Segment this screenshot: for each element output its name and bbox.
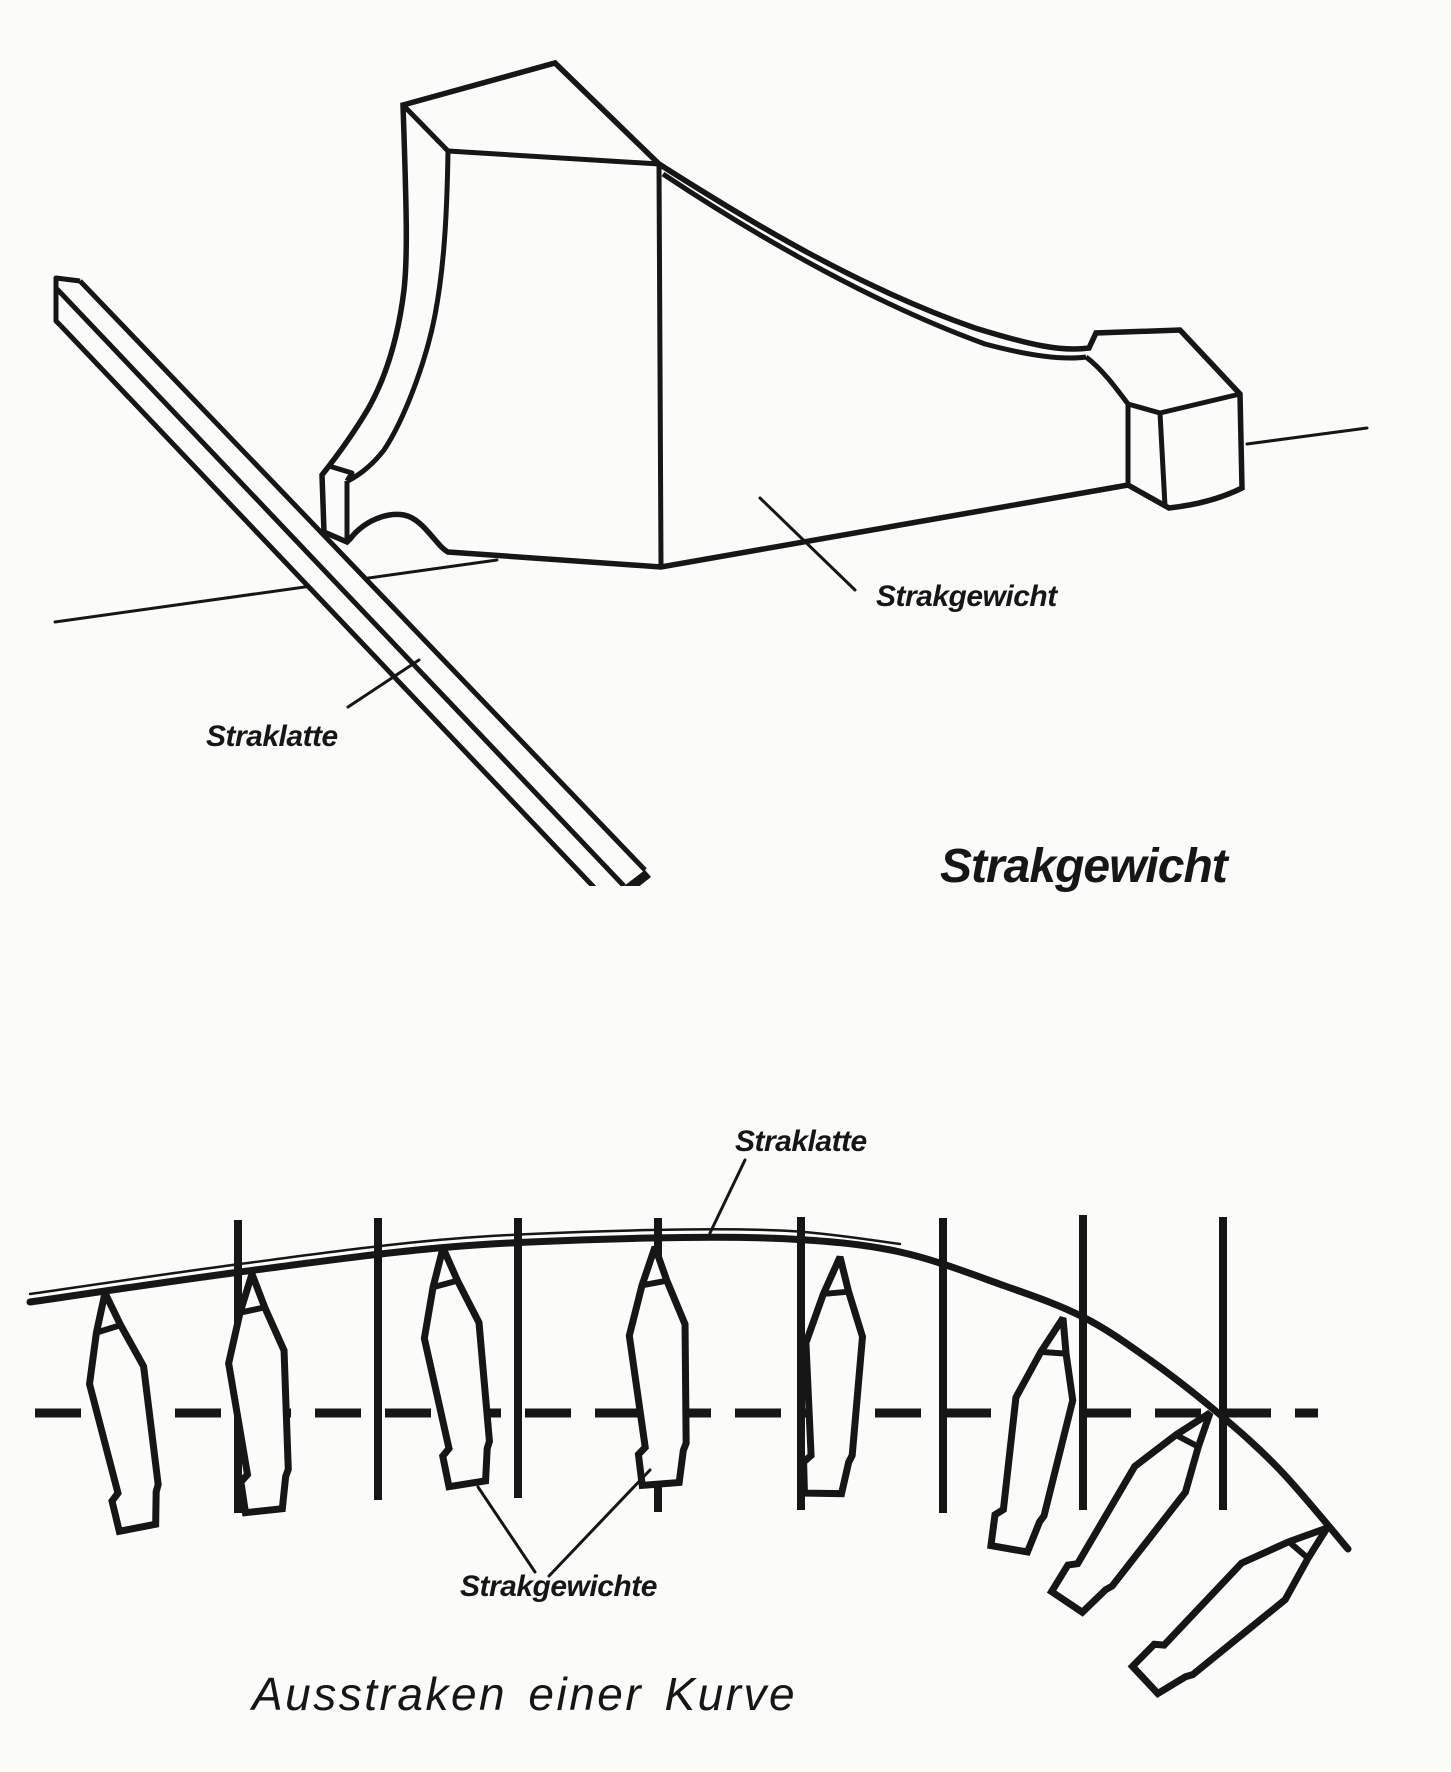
spline-weight-crossbar — [1286, 1539, 1310, 1561]
spline-weight-body — [625, 1245, 690, 1490]
batten-near-top-edge — [55, 287, 626, 886]
spline-weight-crossbar — [239, 1304, 266, 1316]
spline-weight-crossbar — [432, 1277, 459, 1291]
tail-to-block-edge — [1084, 355, 1131, 406]
spline-weight-body — [225, 1272, 292, 1517]
bottom-batten-label: Straklatte — [735, 1125, 867, 1158]
table-edge-line-left — [53, 558, 499, 624]
fairing-curve — [26, 1233, 1352, 1553]
bottom-weights-label: Strakgewichte — [460, 1570, 657, 1603]
batten-far-top-edge — [78, 279, 647, 872]
neck-inner-curve — [346, 150, 451, 484]
station-lines — [234, 1215, 1227, 1513]
block-front-top-edge — [1127, 401, 1161, 416]
curve-fairing-figure — [26, 1158, 1352, 1698]
block-top-face-front-edge — [1159, 391, 1241, 416]
fairing-curve-group — [26, 1227, 1352, 1553]
figure-title: Strakgewicht — [940, 840, 1228, 893]
leader-batten-label — [346, 658, 421, 709]
block-front-right-edge — [1157, 412, 1168, 507]
spline-weights-group — [85, 1245, 1330, 1698]
beak-top-face — [320, 463, 355, 483]
batten-3d — [53, 275, 651, 886]
spline-weight-crossbar — [1040, 1348, 1067, 1357]
head-top-face-left-edge — [401, 103, 450, 153]
batten-lower-end-face — [624, 870, 651, 886]
batten-upper-end-cap — [53, 275, 81, 328]
spline-weight — [800, 1255, 867, 1498]
spline-weight — [1127, 1524, 1330, 1698]
spline-weight — [225, 1272, 292, 1517]
spine-inner-curve — [661, 171, 1087, 361]
leader-weight-label — [758, 496, 857, 592]
top-weight-label: Strakgewicht — [876, 580, 1057, 613]
leader-weights-label-right — [547, 1468, 652, 1578]
spline-weight-crossbar — [1174, 1432, 1200, 1450]
head-top-face-front-edge — [447, 148, 660, 167]
spline-weight-3d-figure — [53, 59, 1369, 886]
table-edge-line-right — [1245, 426, 1369, 446]
batten-side-bottom-edge — [59, 324, 597, 886]
spline-weight — [420, 1246, 493, 1491]
spline-weight-crossbar — [641, 1277, 668, 1289]
spline-weight-body — [800, 1255, 867, 1498]
spline-weight-body — [420, 1246, 493, 1491]
leader-weights-label-left — [476, 1485, 537, 1574]
spline-weight-crossbar — [95, 1322, 122, 1336]
figure-caption: Ausstraken einer Kurve — [252, 1668, 798, 1720]
front-vertical-edge — [656, 163, 664, 568]
spline-weight — [625, 1245, 690, 1490]
spline-weight-body — [1127, 1524, 1330, 1698]
spline-weight-body — [1046, 1410, 1214, 1617]
top-batten-label: Straklatte — [206, 720, 338, 753]
fairing-curve-upper-line — [28, 1227, 902, 1296]
batten-body — [56, 278, 645, 886]
spline-weight-3d — [319, 59, 1245, 570]
spline-weight-body — [987, 1316, 1077, 1556]
spline-weight-body — [85, 1291, 162, 1536]
leader-bottom-batten-label — [708, 1158, 747, 1235]
spline-weight — [85, 1291, 162, 1536]
weight-outline — [319, 59, 1245, 570]
spline-weight-crossbar — [823, 1288, 849, 1297]
spline-weight — [987, 1316, 1077, 1556]
spline-weight — [1046, 1410, 1214, 1617]
